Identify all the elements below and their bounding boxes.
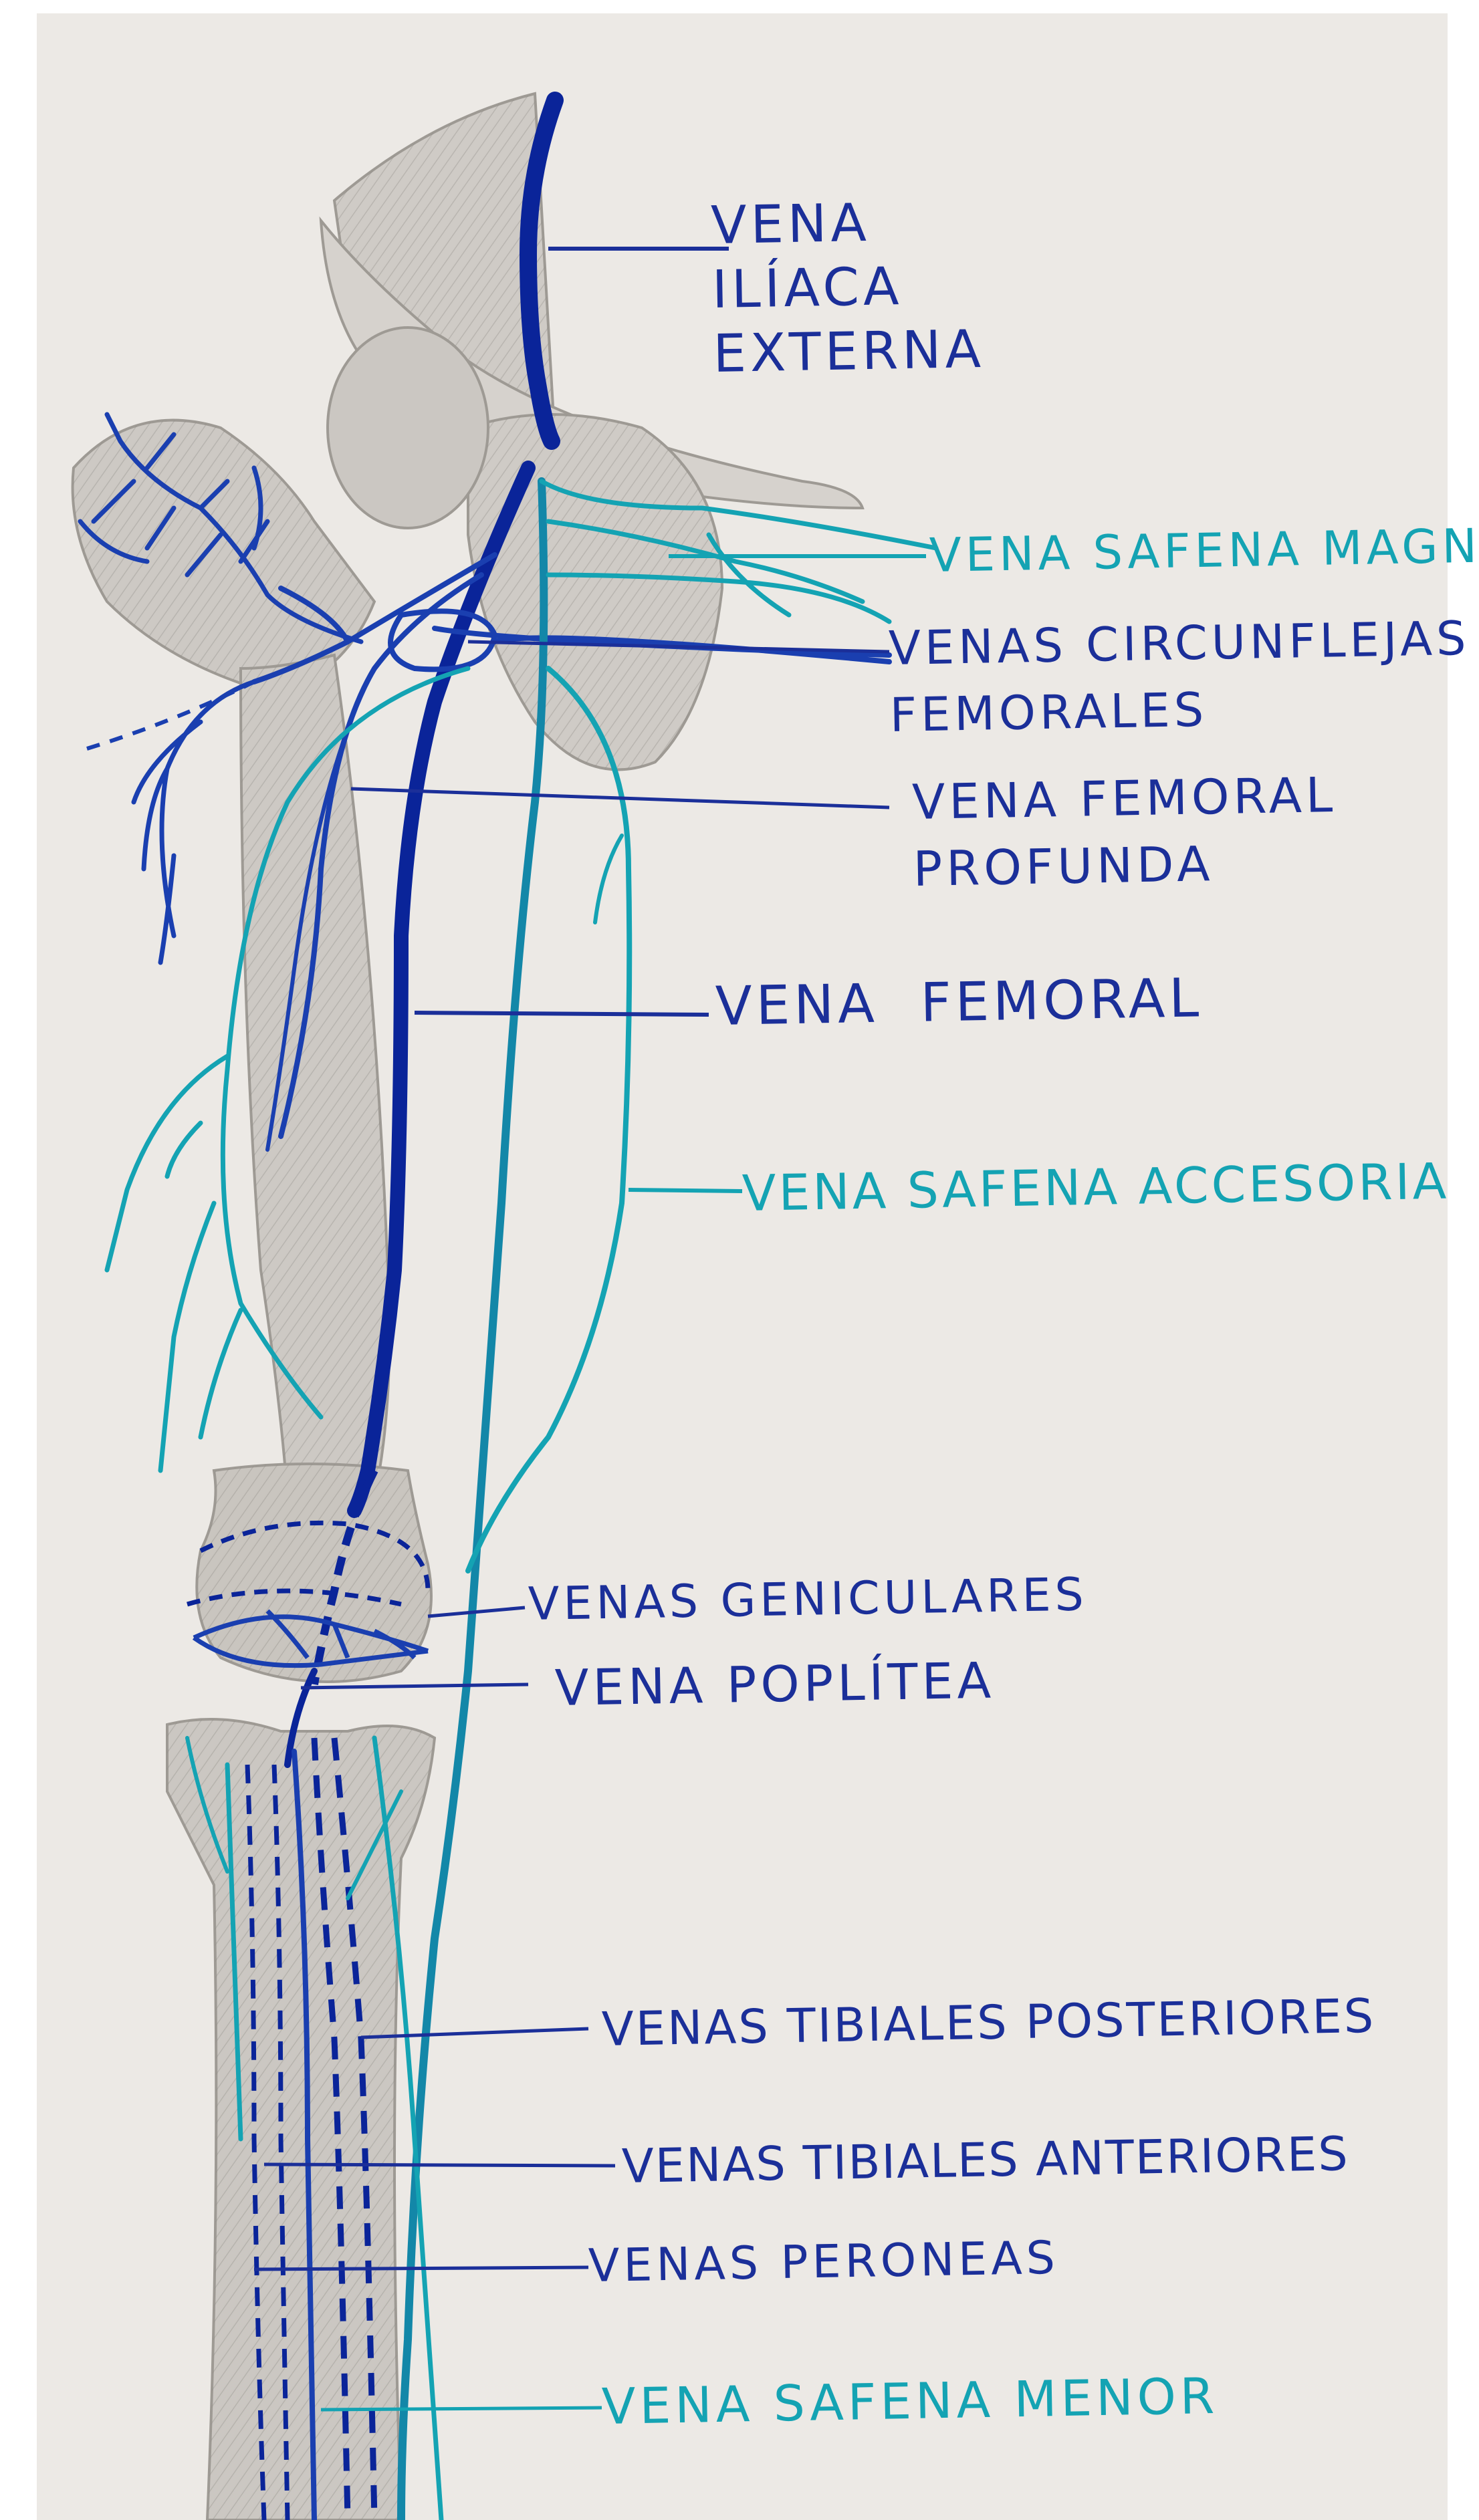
label-venas-peroneas: VENAS PERONEAS xyxy=(588,2228,1059,2297)
femur-bone xyxy=(241,655,390,1497)
label-vena-femoral-profunda: VENA FEMORAL PROFUNDA xyxy=(911,761,1338,902)
label-vena-safena-accesoria: VENA SAFENA ACCESORIA xyxy=(742,1151,1450,1225)
label-vena-femoral: VENA FEMORAL xyxy=(715,967,1203,1037)
leader-femoral xyxy=(415,1013,709,1015)
leader-poplitea xyxy=(301,1684,528,1688)
leader-tibiales-anteriores xyxy=(264,2164,615,2166)
leader-safena-menor xyxy=(321,2408,602,2410)
label-venas-circunflejas-femorales: VENAS CIRCUNFLEJAS FEMORALES xyxy=(888,605,1472,749)
label-venas-tibiales-anteriores: VENAS TIBIALES ANTERIORES xyxy=(621,2123,1349,2197)
label-vena-iliaca-externa: VENA ILÍACA EXTERNA xyxy=(710,189,985,386)
leader-peroneas xyxy=(254,2267,588,2269)
leader-safena-accesoria xyxy=(629,1190,742,1191)
label-vena-safena-menor: VENA SAFENA MENOR xyxy=(601,2366,1219,2438)
label-vena-poplitea: VENA POPLÍTEA xyxy=(554,1650,996,1719)
lateral-thigh-branch xyxy=(134,682,254,963)
femur-head xyxy=(73,328,488,695)
accessory-saphenous-vein xyxy=(468,668,629,1571)
accessory-branch xyxy=(595,836,622,922)
label-venas-geniculares: VENAS GENICULARES xyxy=(528,1564,1088,1636)
knee-bone xyxy=(197,1464,431,1682)
label-vena-safena-magna: VENA SAFENA MAGN xyxy=(929,515,1479,586)
dashed-connection xyxy=(87,682,254,749)
